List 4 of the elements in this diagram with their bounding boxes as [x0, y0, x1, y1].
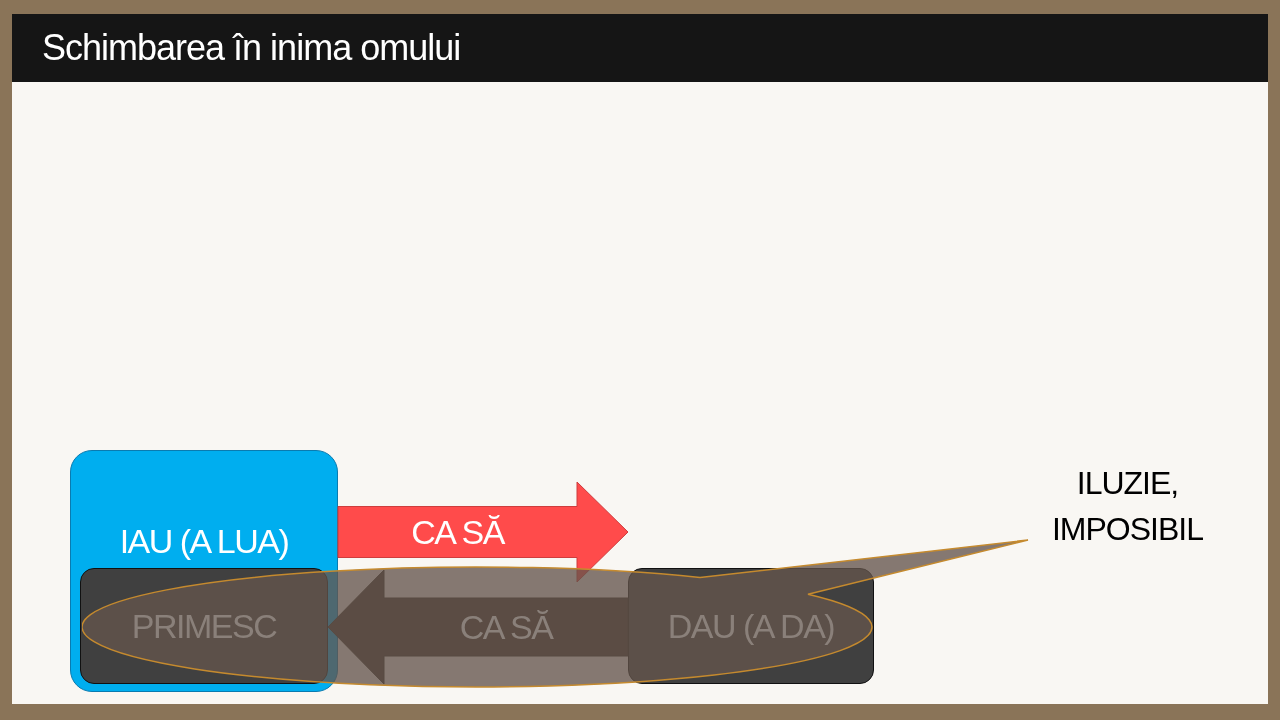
- box-label: IAU (A LUA): [119, 521, 289, 561]
- edge-label: CA SĂ: [411, 512, 504, 552]
- note-text: ILUZIE, IMPOSIBIL: [1050, 464, 1204, 549]
- slide-title: Schimbarea în inima omului: [42, 26, 461, 70]
